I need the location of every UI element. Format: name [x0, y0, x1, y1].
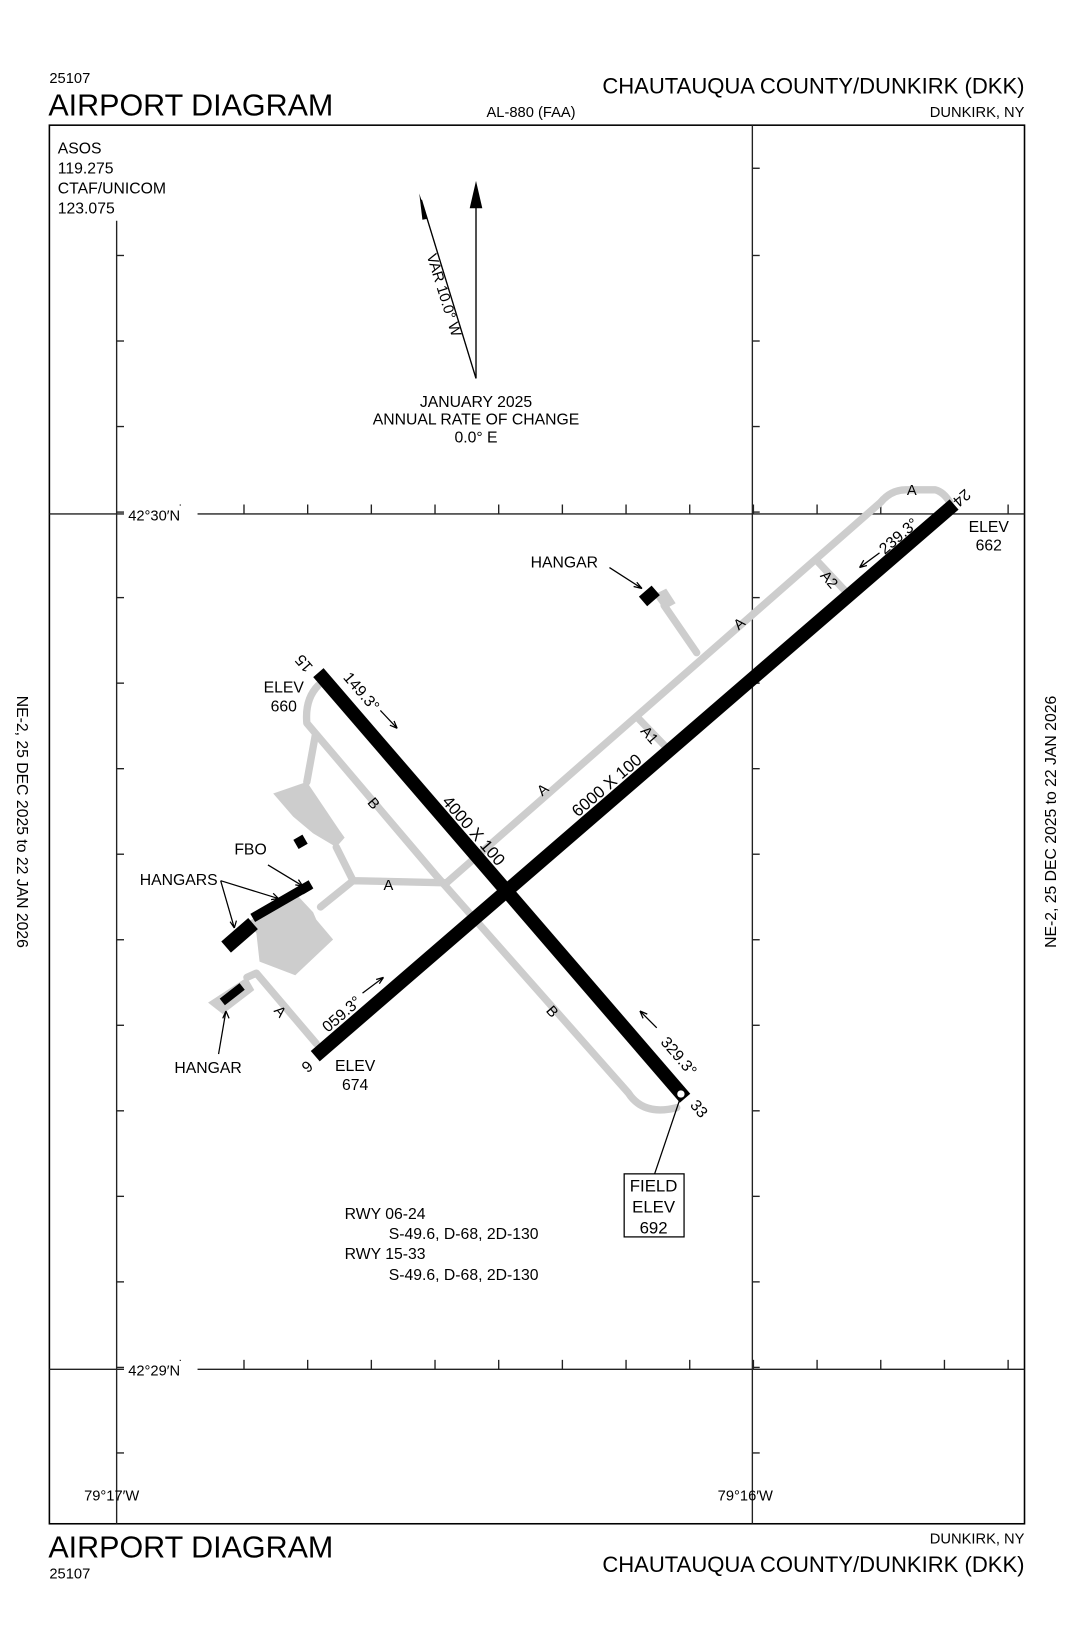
magnetic-rate: 0.0° E — [454, 430, 497, 447]
taxiway-b — [302, 681, 681, 1114]
hangars-label: HANGARS — [140, 872, 218, 889]
hangar-sw-icon — [219, 983, 245, 1006]
strength-runway: RWY 06-24 — [345, 1206, 426, 1223]
field-elev-line2: ELEV — [632, 1198, 676, 1217]
taxiway-label-a: A — [907, 483, 917, 499]
heading-arrow-icon — [379, 710, 398, 729]
runway-end-15: 15 — [292, 651, 316, 676]
heading-arrow-icon — [858, 552, 880, 569]
frequency-block: ASOS 119.275 CTAF/UNICOM 123.075 — [58, 141, 166, 218]
grid-ticks — [116, 167, 1009, 1454]
magnetic-variation: VAR 10.0° W — [423, 252, 464, 339]
taxiway-label-a2: A2 — [817, 568, 841, 592]
leader-arrow-icon — [220, 880, 279, 929]
procedure-id: AL-880 (FAA) — [487, 105, 576, 121]
elev-label-15: ELEV — [264, 680, 305, 697]
runway-end-33: 33 — [686, 1097, 710, 1122]
chart-frame — [48, 124, 1026, 1525]
taxiway-apron-link — [303, 732, 319, 786]
leader-arrow-icon — [609, 567, 643, 590]
freq-line: ASOS — [58, 141, 102, 158]
chart-title: AIRPORT DIAGRAM — [48, 89, 333, 123]
hangars-row-icon — [250, 880, 314, 923]
taxiway-a2 — [812, 556, 851, 597]
footer-airport-name: CHAUTAUQUA COUNTY/DUNKIRK (DKK) — [602, 1552, 1024, 1577]
elev-value-24: 662 — [976, 538, 1002, 555]
footer-chart-number: 25107 — [49, 1566, 90, 1582]
taxiway-label-a1: A1 — [637, 724, 661, 748]
apron-hangar-ne — [653, 588, 676, 610]
strength-runway: RWY 15-33 — [345, 1246, 426, 1263]
north-arrow-icon — [419, 180, 483, 379]
freq-line: 119.275 — [58, 161, 114, 178]
field-elev-box — [623, 1173, 685, 1238]
taxiway-a-south — [243, 969, 320, 1048]
runway-end-6: 6 — [298, 1057, 316, 1076]
fbo-label: FBO — [234, 841, 266, 858]
effective-dates-right: NE-2, 25 DEC 2025 to 22 JAN 2026 — [1043, 696, 1060, 948]
magnetic-date: JANUARY 2025 — [420, 394, 533, 411]
hangar-label: HANGAR — [531, 555, 598, 572]
elev-label-6: ELEV — [335, 1058, 376, 1075]
elev-value-6: 674 — [342, 1077, 369, 1094]
effective-dates-left: NE-2, 25 DEC 2025 to 22 JAN 2026 — [13, 696, 30, 948]
lat-label-bottom: 42°29′N — [128, 1364, 180, 1380]
taxiway-a — [442, 486, 954, 887]
taxiway-a-west — [316, 843, 451, 911]
buildings — [219, 585, 660, 1006]
taxiway-label-a: A — [384, 878, 394, 894]
field-elev-point-icon — [677, 1090, 685, 1098]
lat-label-top: 42°30′N — [128, 508, 180, 524]
field-elev-value: 692 — [640, 1219, 668, 1238]
leader-line — [654, 1099, 681, 1175]
apron-north — [273, 781, 345, 848]
hangar-large-icon — [221, 918, 258, 953]
hangar-ne-icon — [638, 585, 660, 607]
footer-city-state: DUNKIRK, NY — [930, 1532, 1025, 1548]
fbo-icon — [299, 881, 313, 895]
heading-arrow-icon — [639, 1010, 658, 1029]
city-state: DUNKIRK, NY — [930, 105, 1025, 121]
building-small-icon — [293, 834, 308, 849]
chart-number: 25107 — [49, 71, 90, 87]
elev-value-15: 660 — [271, 699, 298, 716]
freq-line: CTAF/UNICOM — [58, 180, 166, 197]
lon-label-left: 79°17′W — [84, 1489, 139, 1505]
airport-name: CHAUTAUQUA COUNTY/DUNKIRK (DKK) — [602, 74, 1024, 99]
footer-title: AIRPORT DIAGRAM — [48, 1530, 333, 1564]
freq-line: 123.075 — [58, 200, 115, 217]
leader-arrow-icon — [267, 864, 304, 887]
strength-values: S-49.6, D-68, 2D-130 — [389, 1226, 539, 1243]
runway-15-33 — [313, 668, 691, 1103]
strength-values: S-49.6, D-68, 2D-130 — [389, 1267, 539, 1284]
heading-arrow-icon — [362, 976, 385, 994]
field-elev-line1: FIELD — [630, 1177, 678, 1196]
lon-label-right: 79°16′W — [718, 1489, 773, 1505]
hangar-label: HANGAR — [174, 1060, 241, 1077]
taxiway-hangar-spur — [660, 601, 701, 657]
runway-06-24 — [310, 499, 959, 1062]
taxiway-a1 — [633, 713, 670, 751]
leader-arrow-icon — [217, 1010, 230, 1055]
magnetic-rate-label: ANNUAL RATE OF CHANGE — [373, 412, 580, 429]
elev-label-24: ELEV — [969, 519, 1010, 536]
